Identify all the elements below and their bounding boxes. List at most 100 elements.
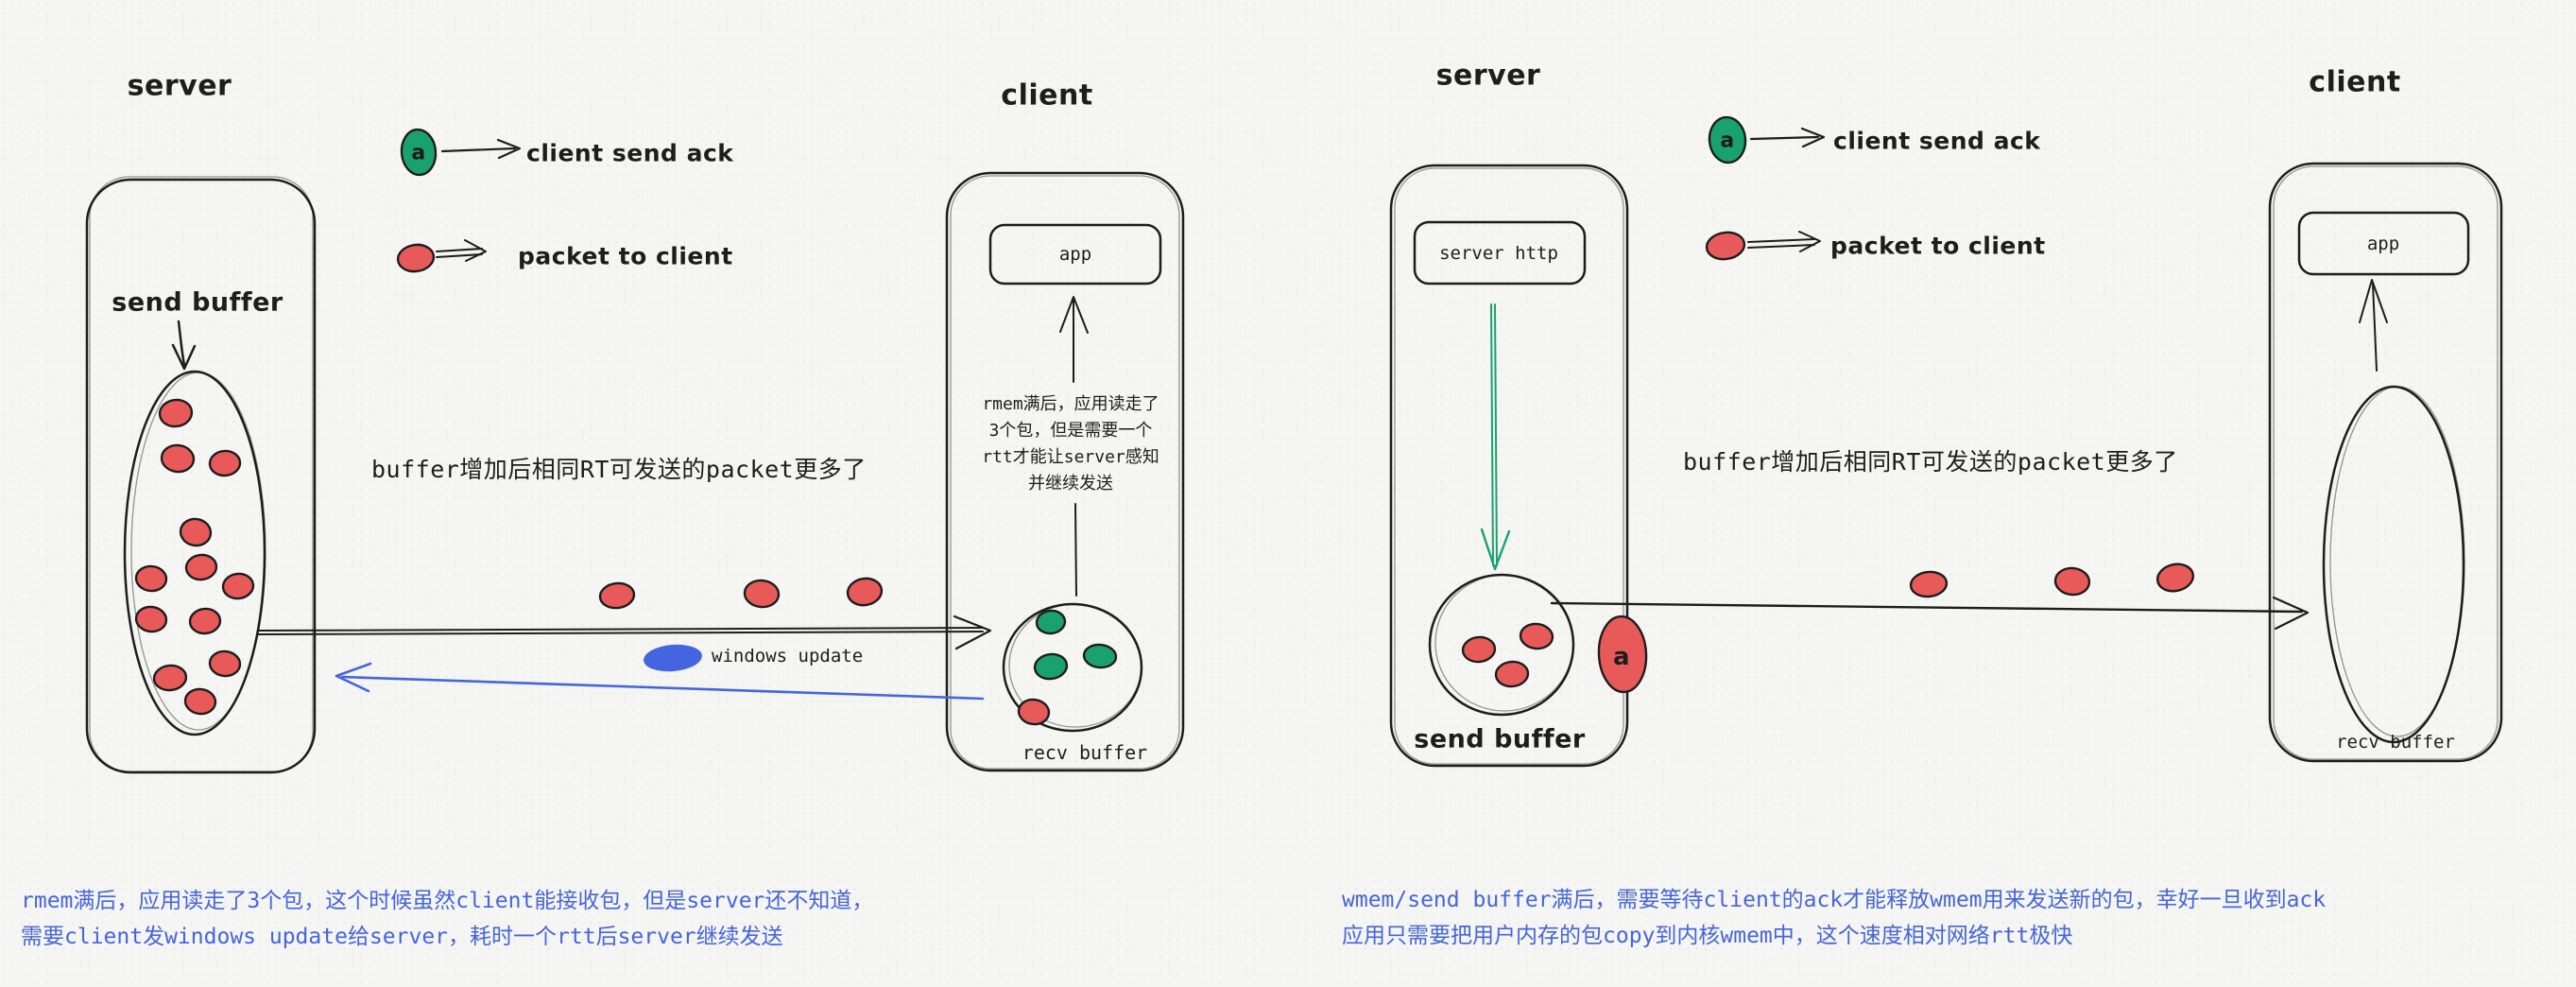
left-client-note-line: rtt才能让server感知 (982, 447, 1159, 467)
left-legend-packet-arrow2 (436, 253, 483, 258)
right-legend-ack-arrow (1749, 135, 1820, 141)
right-client-title: client (2309, 65, 2401, 99)
left-client-note: rmem满后，应用读走了 3个包，但是需要一个 rtt才能让server感知 并… (982, 391, 1159, 497)
right-server-http-box (1413, 220, 1587, 286)
left-client-box (945, 171, 1185, 772)
left-legend-ack-label: client send ack (526, 139, 734, 167)
packet-dot (160, 443, 196, 474)
in-flight-packet-dot (2053, 566, 2091, 597)
right-legend-packet-label: packet to client (1830, 232, 2046, 260)
packet-dot (188, 607, 222, 635)
left-bottom-note-line: rmem满后，应用读走了3个包，这个时候虽然client能接收包，但是serve… (21, 889, 874, 913)
packet-dot (158, 398, 194, 428)
right-recv-buffer-ellipse-sketch (2329, 386, 2465, 737)
packet-dot (134, 564, 168, 593)
right-app-label: app (2366, 234, 2400, 254)
right-send-buffer-label: send buffer (1414, 724, 1586, 754)
right-app-box (2297, 211, 2470, 276)
ack-arriving-oval (1597, 615, 1648, 694)
right-main-arrow-shaft (1550, 601, 2304, 614)
left-recv-buffer-circle-sketch (1008, 603, 1142, 728)
left-send-buffer-ellipse-sketch (130, 372, 266, 731)
packet-dot (1461, 635, 1497, 664)
left-legend-ack-arrowhead (496, 138, 522, 160)
right-server-http-arrowhead (1480, 528, 1511, 571)
packet-dot (208, 649, 242, 678)
left-send-buffer-ellipse (123, 370, 266, 736)
packet-dot (179, 517, 213, 547)
right-legend-packet-arrow2 (1747, 244, 1815, 249)
packet-dot (208, 449, 242, 477)
right-server-title: server (1435, 59, 1541, 93)
packet-dot (183, 687, 217, 716)
in-flight-packet-dot (598, 581, 636, 610)
packet-dot (184, 553, 218, 581)
left-server-title: server (127, 69, 232, 103)
left-client-title: client (1001, 78, 1093, 113)
right-send-buffer-circle-sketch (1434, 574, 1574, 712)
right-server-http-label: server http (1439, 243, 1558, 264)
right-legend-ack-label: client send ack (1833, 127, 2041, 155)
recv-packet-dot (1017, 698, 1051, 726)
left-legend-ack-letter: a (411, 141, 426, 165)
right-legend-ack-arrowhead (1800, 127, 1826, 148)
right-main-arrowhead (2272, 596, 2310, 631)
left-windows-update-arrow-shaft (340, 675, 985, 701)
right-app-arrow-shaft (2372, 283, 2378, 372)
right-server-box (1389, 164, 1629, 768)
right-server-http-arrow-shaft2 (1494, 303, 1498, 566)
right-client-box-sketch (2273, 165, 2499, 760)
right-bottom-note-line: 应用只需要把用户内存的包copy到内核wmem中，这个速度相对网络rtt极快 (1342, 924, 2073, 948)
right-ack-oval-letter: a (1612, 643, 1631, 671)
windows-update-blob (644, 644, 702, 672)
right-server-box-sketch (1394, 167, 1624, 765)
left-main-arrow-shaft2 (257, 631, 984, 635)
right-app-arrowhead (2359, 279, 2388, 323)
left-send-buffer-arrowhead (171, 343, 197, 371)
left-legend-ack-arrow (440, 147, 517, 153)
in-flight-packet-dot (1909, 570, 1949, 598)
in-flight-packet-dot (743, 579, 781, 609)
ack-dot (1033, 652, 1069, 681)
left-send-buffer-arrow (177, 320, 186, 367)
left-client-note-line: 3个包，但是需要一个 (988, 421, 1153, 441)
left-legend-packet-arrowhead (464, 239, 487, 262)
ack-dot (1082, 643, 1118, 669)
right-recv-buffer-ellipse (2322, 385, 2465, 744)
left-bottom-note: rmem满后，应用读走了3个包，这个时候虽然client能接收包，但是serve… (21, 883, 873, 955)
right-bottom-note: wmem/send buffer满后，需要等待client的ack才能释放wme… (1342, 882, 2326, 954)
packet-dot (1519, 622, 1554, 650)
left-recv-buffer-circle (1002, 602, 1143, 733)
right-legend-ack-letter: a (1720, 129, 1735, 153)
right-legend-packet-arrowhead (1798, 231, 1821, 252)
right-legend-packet-arrow (1747, 238, 1815, 243)
packet-dot (221, 572, 255, 600)
left-app-arrow-tail (1074, 503, 1077, 597)
left-app-box (988, 223, 1162, 286)
left-recv-buffer-label: recv buffer (1022, 741, 1148, 764)
in-flight-packet-dot (846, 577, 884, 607)
right-send-buffer-circle (1428, 573, 1575, 717)
right-recv-buffer-label: recv buffer (2336, 732, 2455, 753)
left-send-buffer-label: send buffer (112, 287, 283, 318)
left-client-note-line: rmem满后，应用读走了 (982, 394, 1159, 414)
right-client-box (2268, 162, 2503, 763)
ack-dot (1035, 609, 1067, 635)
left-client-note-line: 并继续发送 (1027, 474, 1113, 494)
left-windows-update-arrowhead (335, 662, 372, 693)
windows-update-label: windows update (712, 646, 864, 667)
left-server-box-sketch (89, 176, 314, 772)
left-bottom-note-line: 需要client发windows update给server，耗时一个rtt后s… (21, 925, 783, 949)
right-server-http-arrow-shaft (1490, 303, 1494, 566)
legend-packet-icon (1705, 231, 1746, 261)
packet-dot (134, 605, 168, 633)
in-flight-packet-dot (2155, 563, 2195, 593)
left-legend-packet-label: packet to client (518, 242, 733, 270)
left-main-arrowhead (953, 615, 992, 650)
legend-ack-icon (400, 128, 438, 177)
packet-dot (152, 664, 188, 692)
right-bottom-note-line: wmem/send buffer满后，需要等待client的ack才能释放wme… (1342, 888, 2327, 912)
left-app-arrowhead (1059, 296, 1089, 334)
